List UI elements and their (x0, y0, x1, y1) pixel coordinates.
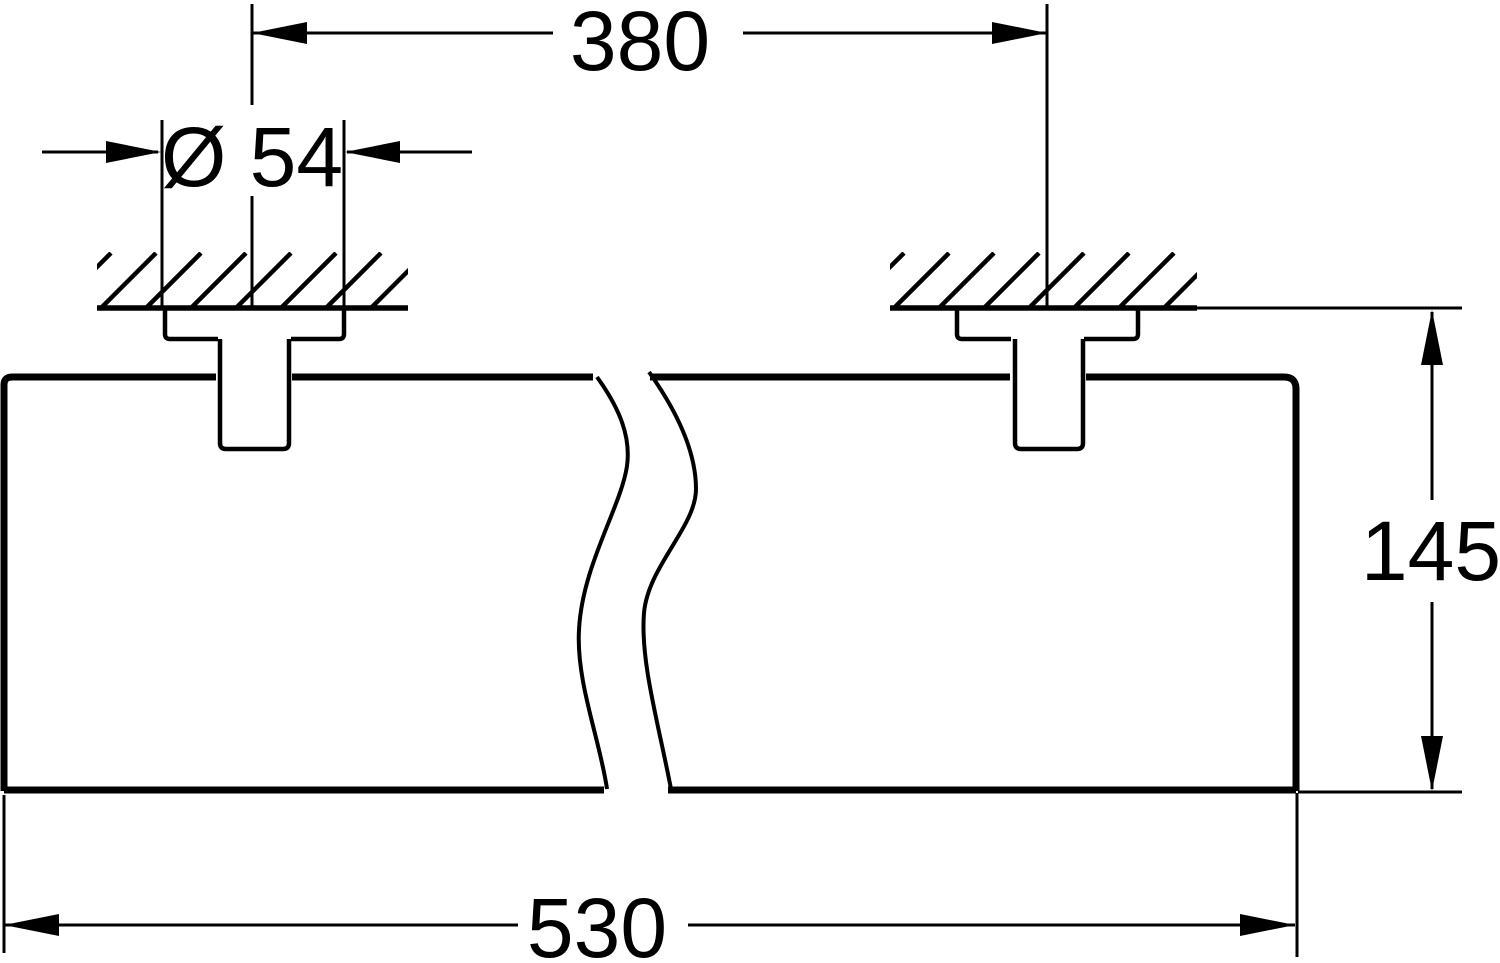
right-bracket (954, 309, 1141, 452)
arrowhead-left (252, 22, 307, 44)
arrowhead-right (1240, 914, 1295, 936)
dimension-mounting-distance: 380 (250, 0, 1049, 306)
arrowhead-down (1421, 736, 1443, 791)
dim-diameter-label: Ø 54 (161, 110, 343, 204)
dim-530-label: 530 (527, 881, 667, 963)
arrowhead-right (992, 22, 1047, 44)
dim-145-label: 145 (1361, 504, 1500, 598)
dim-380-label: 380 (570, 0, 710, 88)
dimension-flange-diameter: Ø 54 (42, 110, 472, 306)
break-lines (576, 370, 699, 790)
shelf-outline (0, 373, 1300, 794)
wall-hatch-right (890, 252, 1197, 306)
arrowhead-left (4, 914, 59, 936)
arrowhead-right (106, 141, 161, 163)
wall-hatch-left (97, 252, 408, 306)
arrowhead-up (1421, 310, 1443, 365)
arrowhead-left (345, 141, 400, 163)
dimension-height: 145 (1197, 306, 1500, 794)
left-bracket (162, 309, 347, 452)
dimension-overall-width: 530 (2, 793, 1299, 963)
